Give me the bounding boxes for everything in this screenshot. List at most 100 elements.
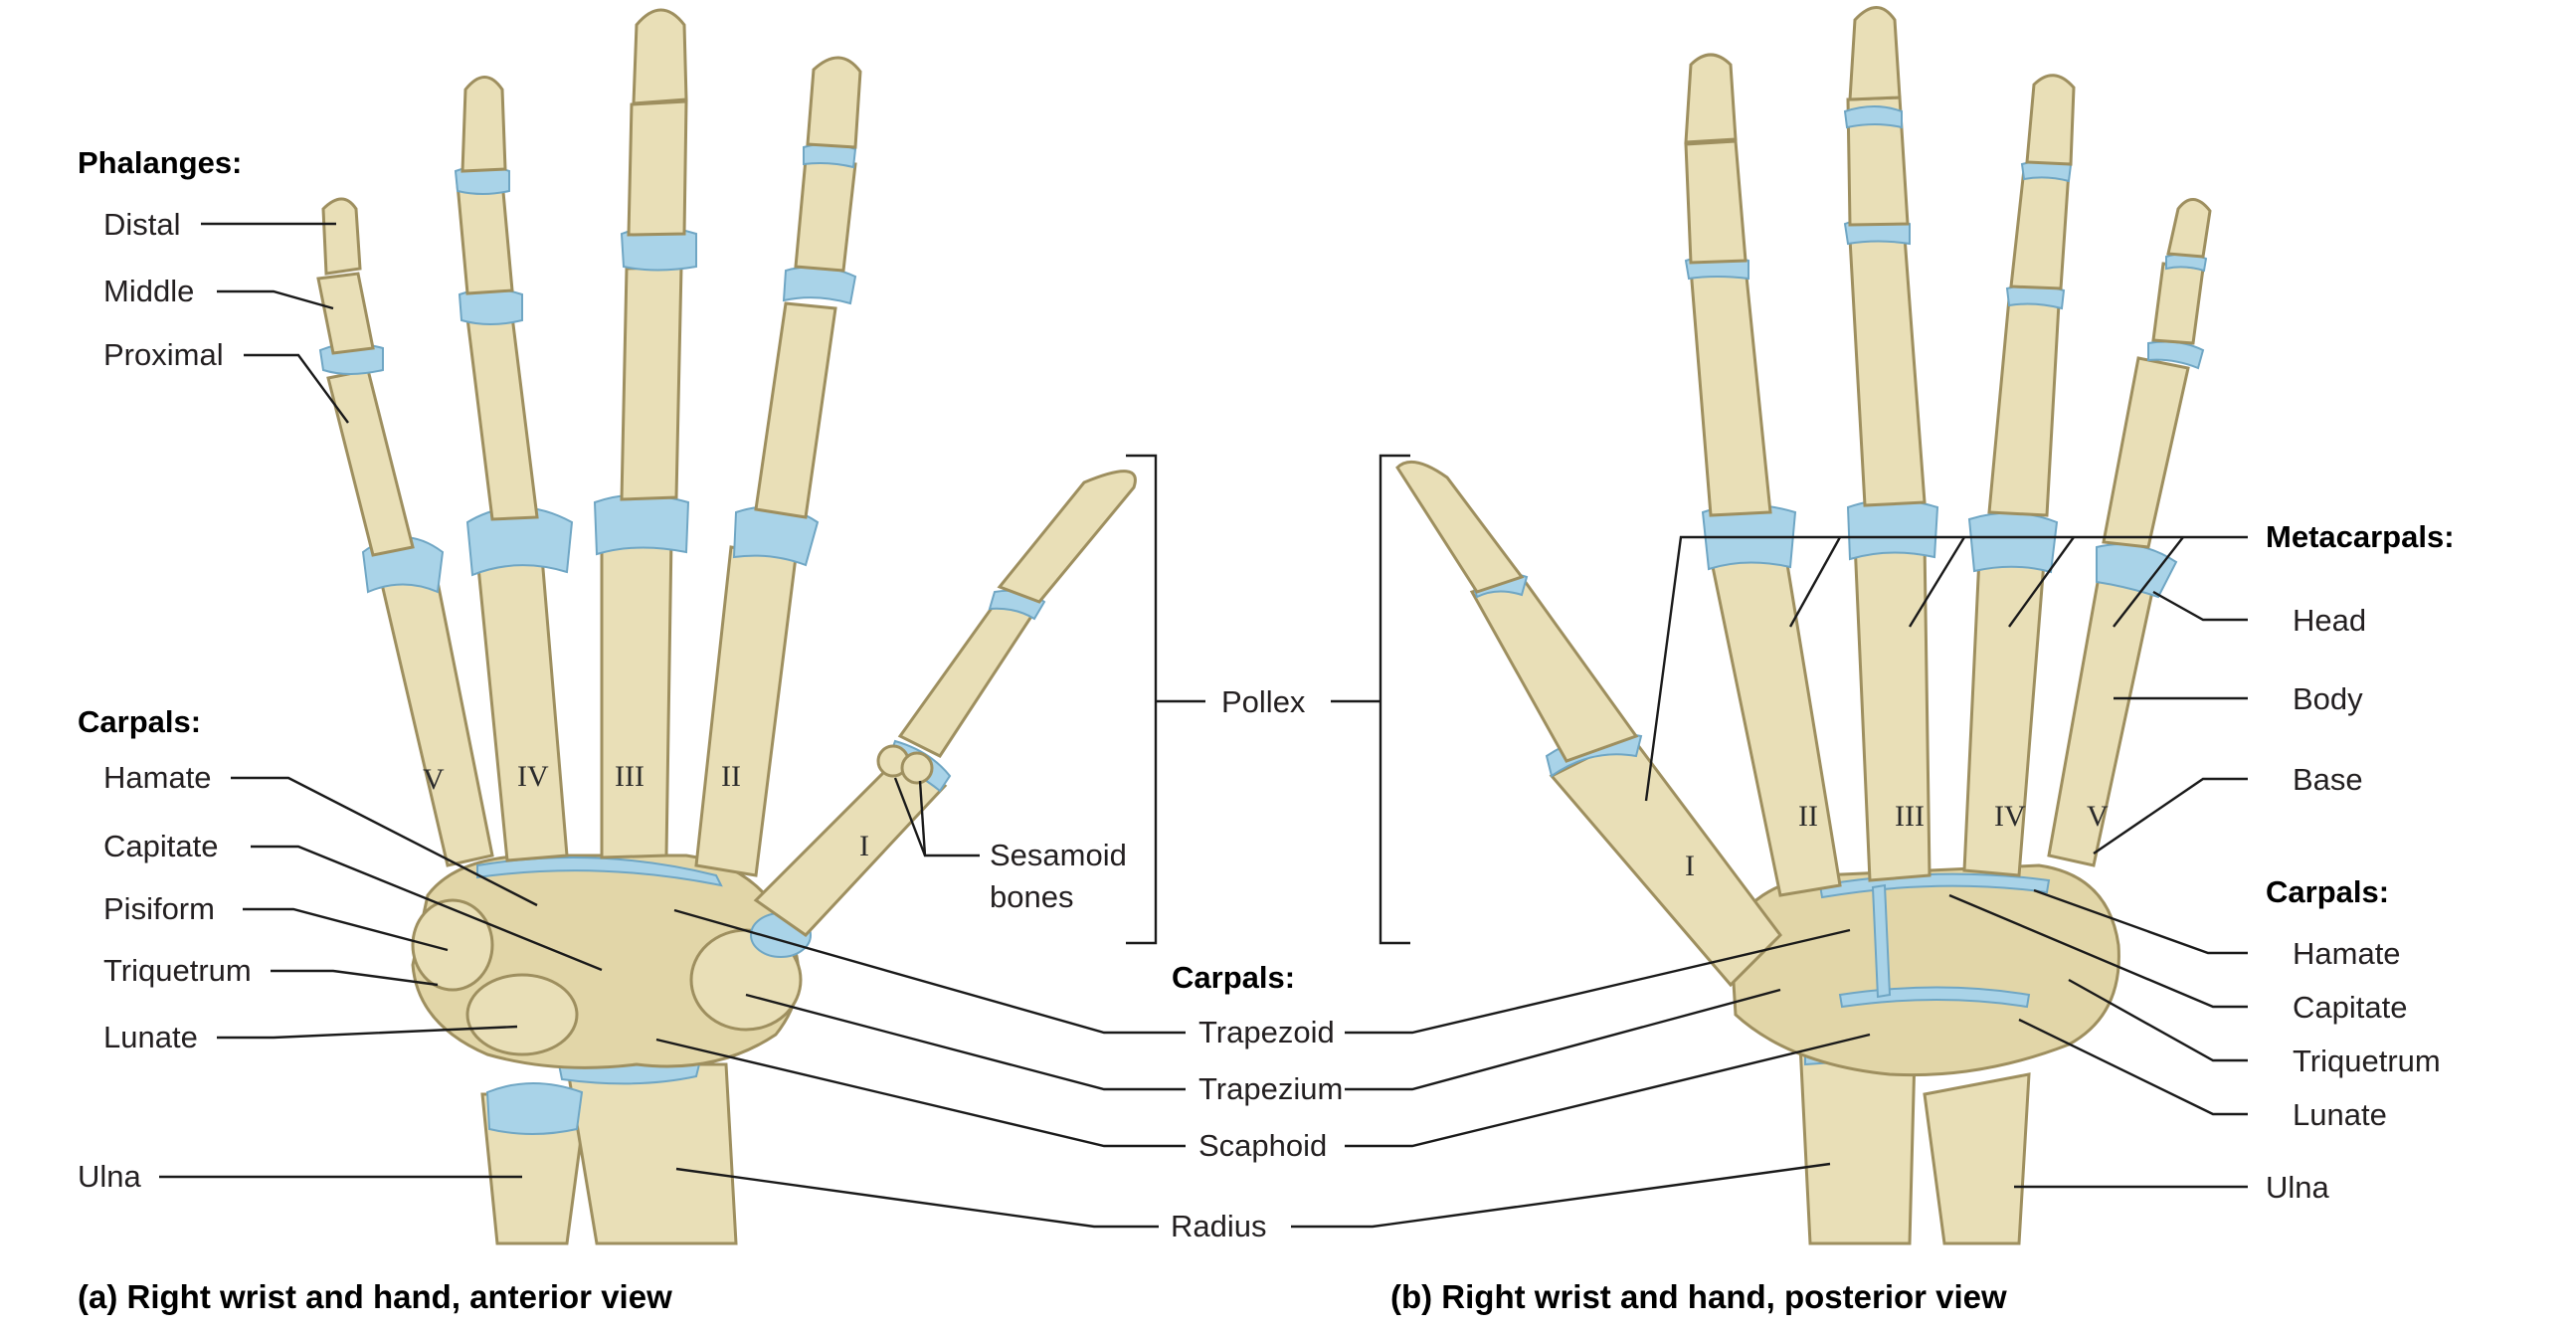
posterior-distal-i	[1395, 460, 1525, 594]
leader-sesamoid-2	[918, 780, 927, 856]
posterior-proximal-iv	[1987, 296, 2061, 517]
posterior-middle-iv	[2009, 167, 2071, 290]
leader-radius-a	[675, 1167, 1159, 1229]
leader-a-lunate	[217, 1025, 518, 1040]
posterior-carpals-block	[1729, 863, 2120, 1077]
leader-a-hamate	[231, 776, 538, 907]
posterior-caption: (b) Right wrist and hand, posterior view	[1390, 1278, 2007, 1315]
posterior-ulna-bone	[1923, 1072, 2031, 1245]
label-pollex: Pollex	[1221, 684, 1306, 719]
anterior-carpals-heading: Carpals:	[78, 704, 201, 739]
phalanges-heading: Phalanges:	[78, 145, 242, 180]
posterior-metacarpal-i	[1549, 734, 1782, 988]
leader-base	[2093, 777, 2248, 855]
label-b-lunate: Lunate	[2293, 1097, 2387, 1132]
leader-trapezium-a	[745, 993, 1186, 1091]
label-a-ulna: Ulna	[78, 1159, 142, 1194]
leader-a-capitate	[251, 845, 603, 972]
anterior-proximal-i	[897, 595, 1037, 758]
leader-trapezoid-a	[673, 908, 1186, 1035]
leader-b-hamate	[2033, 888, 2248, 955]
anterior-middle-ii	[794, 157, 857, 273]
anterior-distal-iv	[460, 76, 507, 173]
label-b-triquetrum: Triquetrum	[2293, 1044, 2441, 1078]
anterior-middle-iii	[627, 99, 688, 237]
anterior-proximal-ii	[754, 301, 837, 519]
label-b-ulna: Ulna	[2266, 1170, 2330, 1205]
anterior-proximal-iii	[620, 265, 683, 501]
posterior-distal-iv	[2025, 74, 2076, 166]
anterior-metacarpal-iv	[475, 555, 569, 862]
anterior-joint-ii-1	[782, 266, 857, 305]
anterior-radius-bone	[565, 1062, 738, 1245]
posterior-proximal-iii	[1848, 235, 1927, 507]
posterior-digit-v: V	[2087, 800, 2109, 833]
leader-lines	[159, 222, 2248, 1229]
anterior-proximal-v	[326, 368, 415, 557]
posterior-digit-iv: IV	[1994, 800, 2026, 833]
leader-metacarpals	[1644, 535, 2248, 802]
leader-b-triquetrum	[2068, 978, 2248, 1062]
leader-proximal	[244, 353, 349, 424]
anterior-head-iii-cartilage	[593, 493, 690, 556]
label-a-triquetrum: Triquetrum	[103, 953, 252, 988]
posterior-digit-i: I	[1685, 850, 1695, 882]
anterior-sesamoid-bone-2	[900, 751, 934, 785]
posterior-metacarpal-ii	[1709, 550, 1842, 897]
posterior-middle-ii	[1684, 139, 1748, 265]
posterior-distal-v	[2166, 198, 2212, 259]
leader-a-pisiform	[243, 907, 449, 952]
posterior-proximal-v	[2102, 356, 2190, 549]
anterior-proximal-iv	[465, 314, 539, 521]
label-base: Base	[2293, 762, 2363, 797]
anterior-ulna-cartilage	[485, 1082, 584, 1135]
posterior-joint-iii-2	[1843, 105, 1903, 129]
anterior-middle-iv	[456, 179, 514, 295]
anterior-caption: (a) Right wrist and hand, anterior view	[78, 1278, 672, 1315]
anterior-distal-iii	[632, 8, 688, 105]
label-middle: Middle	[103, 274, 194, 308]
anterior-hand-illustration	[316, 8, 1137, 1245]
anterior-metacarpal-v	[376, 555, 494, 867]
label-sesamoid-line1: Sesamoid	[990, 838, 1127, 872]
leader-metacarpals-2	[1788, 536, 1842, 628]
anterior-digit-v: V	[423, 763, 445, 796]
leader-trapezium-b	[1345, 988, 1781, 1091]
label-trapezium: Trapezium	[1198, 1071, 1343, 1106]
leader-metacarpals-3	[1908, 536, 1966, 628]
posterior-carpal-joint-lines-3	[1871, 883, 1892, 999]
pollex-bracket-left	[1126, 454, 1158, 945]
label-head: Head	[2293, 603, 2366, 638]
anterior-digit-iv: IV	[517, 760, 549, 793]
anterior-distal-i	[997, 470, 1137, 604]
anterior-pisiform-bone	[411, 898, 494, 992]
posterior-middle-v	[2151, 262, 2205, 345]
anterior-distal-v	[321, 197, 362, 276]
posterior-digit-ii: II	[1798, 800, 1818, 833]
leader-radius-b	[1291, 1162, 1831, 1229]
label-a-pisiform: Pisiform	[103, 891, 215, 926]
anterior-digit-i: I	[859, 830, 869, 862]
posterior-proximal-i	[1469, 575, 1639, 763]
center-carpals-heading: Carpals:	[1172, 960, 1295, 995]
metacarpals-heading: Metacarpals:	[2266, 519, 2455, 554]
leader-b-capitate	[1948, 893, 2248, 1009]
anterior-middle-v	[316, 272, 375, 355]
posterior-head-iv-cartilage	[1967, 511, 2059, 574]
leader-a-triquetrum	[271, 969, 439, 987]
leader-b-lunate	[2018, 1018, 2248, 1116]
label-distal: Distal	[103, 207, 181, 242]
anterior-digit-iii: III	[615, 760, 644, 793]
pollex-bracket-right	[1379, 454, 1410, 945]
anterior-digit-ii: II	[721, 760, 741, 793]
anterior-metacarpal-i	[753, 754, 948, 937]
leader-scaphoid-b	[1345, 1033, 1871, 1148]
label-body: Body	[2293, 681, 2363, 716]
label-radius: Radius	[1171, 1209, 1267, 1243]
posterior-digit-iii: III	[1895, 800, 1925, 833]
label-sesamoid-line2: bones	[990, 879, 1073, 914]
label-scaphoid: Scaphoid	[1198, 1128, 1327, 1163]
label-a-capitate: Capitate	[103, 829, 218, 863]
posterior-hand-illustration	[1395, 6, 2212, 1245]
